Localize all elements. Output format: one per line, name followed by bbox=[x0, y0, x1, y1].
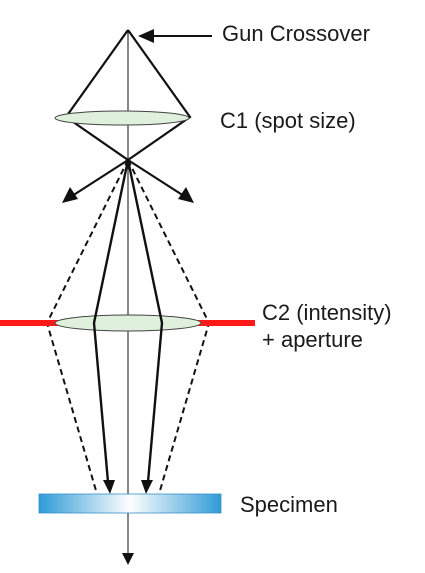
c2-aperture-label: + aperture bbox=[262, 327, 363, 352]
specimen-slab bbox=[38, 493, 222, 514]
gun-crossover-label: Gun Crossover bbox=[222, 21, 370, 46]
specimen-label: Specimen bbox=[240, 492, 338, 517]
axis-arrowhead bbox=[122, 553, 134, 565]
blocked-ray-right bbox=[127, 159, 185, 197]
solid-ray-right bbox=[126, 159, 164, 483]
blocked-ray-right-head bbox=[178, 187, 194, 203]
solid-ray-left bbox=[92, 159, 130, 483]
blocked-ray-left-head bbox=[62, 187, 78, 203]
c2-lens bbox=[54, 314, 202, 332]
c1-lens bbox=[54, 110, 190, 126]
gun-to-c1-ray-left bbox=[64, 29, 129, 161]
c1-label: C1 (spot size) bbox=[220, 108, 356, 133]
solid-ray-right-head bbox=[141, 480, 153, 494]
blocked-ray-left bbox=[71, 159, 129, 197]
c2-label: C2 (intensity) bbox=[262, 300, 392, 325]
solid-ray-left-head bbox=[103, 480, 115, 494]
gun-to-c1-ray-right bbox=[127, 29, 192, 161]
gun-crossover-pointer-head bbox=[138, 29, 154, 43]
